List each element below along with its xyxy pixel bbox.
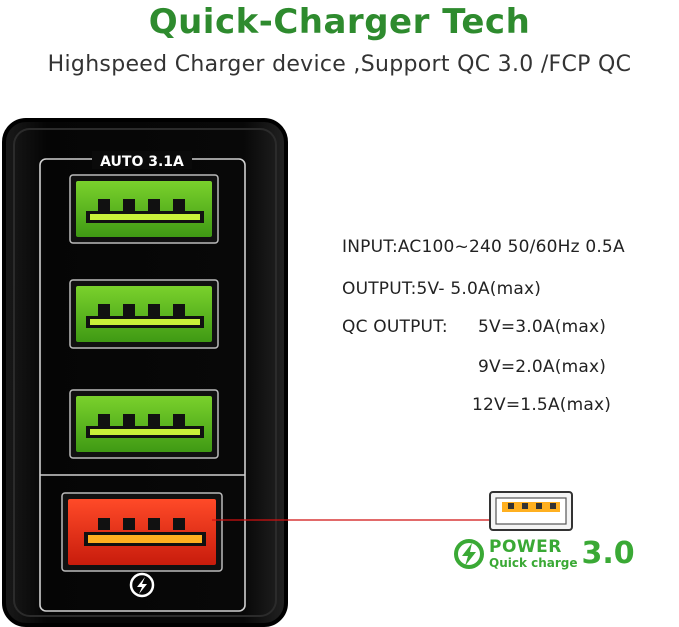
spec-qc-12v: 12V=1.5A(max) bbox=[472, 395, 612, 415]
charger-illustration: AUTO 3.1A bbox=[2, 118, 288, 627]
usb-port-qc bbox=[61, 492, 223, 572]
lightning-circle-icon bbox=[454, 539, 484, 569]
page-subtitle: Highspeed Charger device ,Support QC 3.0… bbox=[47, 52, 632, 77]
badge-version: 3.0 bbox=[581, 536, 635, 571]
usb-port-1 bbox=[69, 174, 219, 244]
page-title: Quick-Charger Tech bbox=[148, 2, 531, 42]
badge-power-text: POWER bbox=[489, 536, 562, 557]
badge-quick-charge-text: Quick charge bbox=[489, 555, 578, 570]
spec-qc-5v: 5V=3.0A(max) bbox=[478, 317, 607, 337]
lightning-circle-icon bbox=[129, 572, 155, 598]
spec-qc-9v: 9V=2.0A(max) bbox=[478, 357, 607, 377]
usb-port-3 bbox=[69, 389, 219, 459]
spec-output: OUTPUT:5V- 5.0A(max) bbox=[342, 279, 542, 299]
qc-badge: POWER Quick charge 3.0 bbox=[452, 537, 635, 571]
auto-port-label: AUTO 3.1A bbox=[100, 154, 184, 170]
spec-input: INPUT:AC100~240 50/60Hz 0.5A bbox=[342, 237, 625, 257]
usb-port-2 bbox=[69, 279, 219, 349]
spec-qc-label: QC OUTPUT: bbox=[342, 317, 448, 337]
usb-plug-illustration bbox=[489, 491, 573, 531]
